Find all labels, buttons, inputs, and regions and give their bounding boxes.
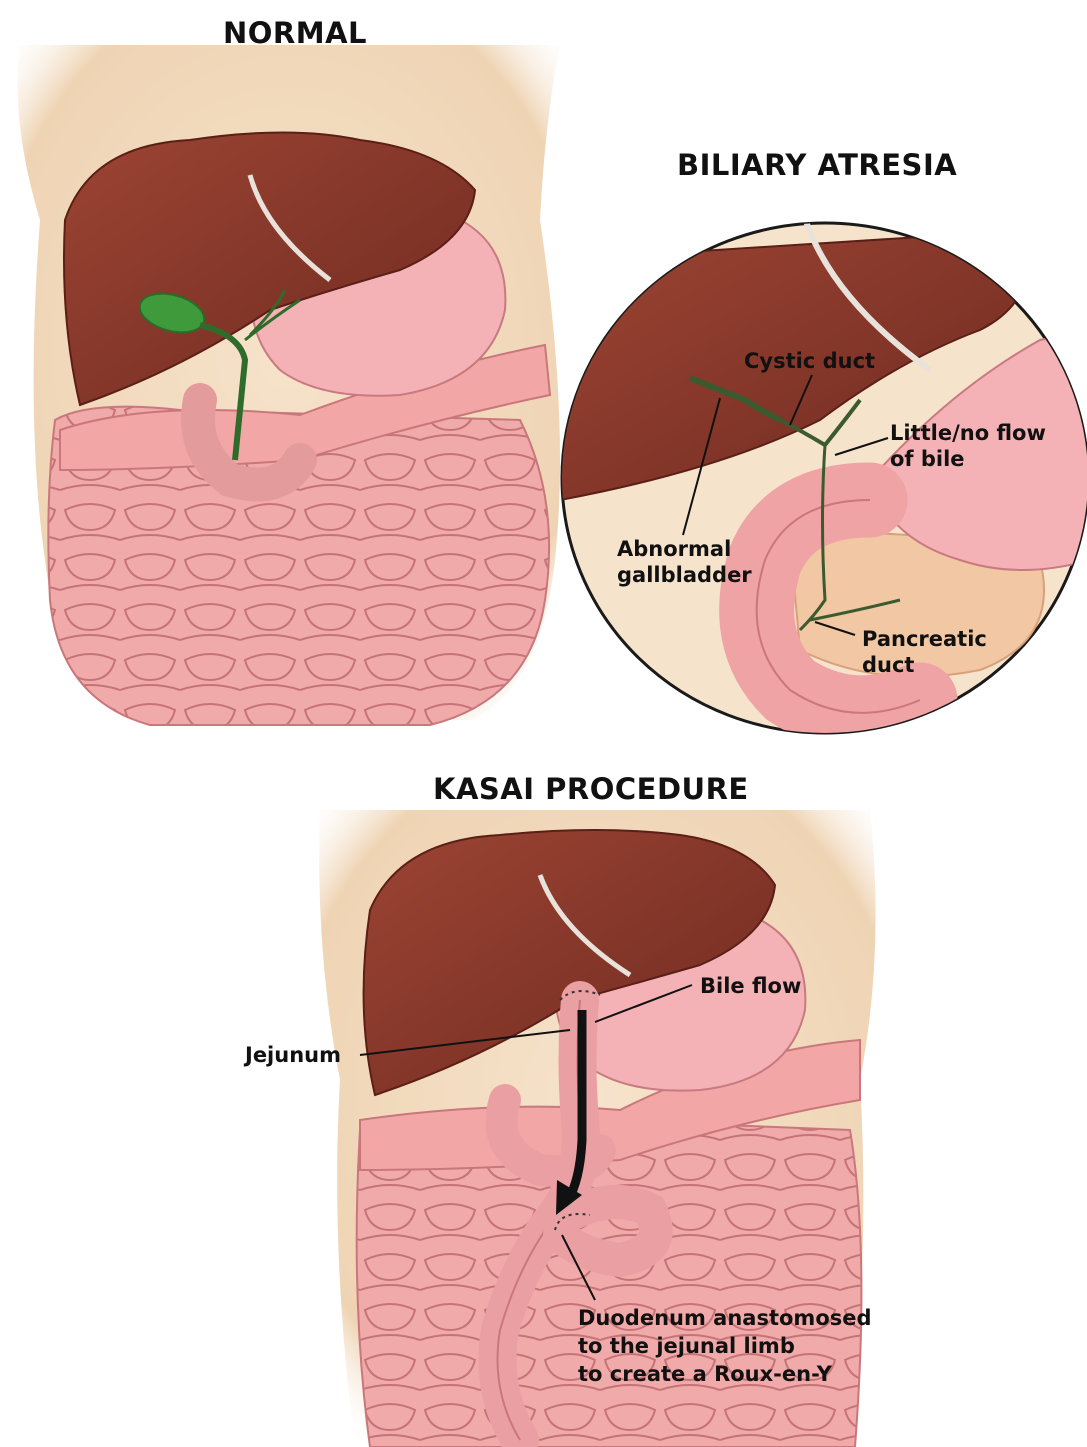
label-anastomosis-line1: Duodenum anastomosed <box>578 1306 872 1330</box>
label-pancreatic-duct-line2: duct <box>862 653 915 677</box>
normal-duodenum <box>181 383 317 502</box>
label-bile-flow: Bile flow <box>700 974 802 998</box>
normal-gallbladder <box>138 292 206 334</box>
kasai-arrow-head <box>556 1180 582 1215</box>
kasai-liver <box>362 829 777 1097</box>
kasai-procedure-title: KASAI PROCEDURE <box>433 772 749 806</box>
atresia-common-duct <box>798 444 827 632</box>
kasai-panel-illustration <box>319 810 876 1447</box>
label-abnormal-gallbladder-line2: gallbladder <box>617 563 752 587</box>
atresia-pancreatic-duct <box>809 598 901 622</box>
label-abnormal-gallbladder-line1: Abnormal <box>617 537 732 561</box>
label-cystic-duct: Cystic duct <box>744 349 876 373</box>
label-jejunum: Jejunum <box>245 1043 341 1067</box>
label-little-flow-line2: of bile <box>890 447 965 471</box>
label-little-flow-line1: Little/no flow <box>890 421 1046 445</box>
kasai-duodenum <box>543 1185 673 1278</box>
label-pancreatic-duct-line1: Pancreatic <box>862 627 987 651</box>
label-anastomosis-line2: to the jejunal limb <box>578 1334 795 1358</box>
atresia-stomach <box>868 328 1087 571</box>
normal-title: NORMAL <box>223 16 368 50</box>
normal-panel-illustration <box>17 45 560 726</box>
biliary-atresia-title: BILIARY ATRESIA <box>677 148 958 182</box>
normal-bile-duct <box>199 322 249 461</box>
normal-liver <box>63 131 477 407</box>
label-anastomosis-line3: to create a Roux-en-Y <box>578 1362 832 1386</box>
biliary-atresia-panel-illustration <box>560 221 1087 735</box>
atresia-pancreas <box>788 532 1045 678</box>
atresia-abnormal-gallbladder <box>688 375 782 423</box>
kasai-suture-anastomosis <box>554 1213 591 1231</box>
